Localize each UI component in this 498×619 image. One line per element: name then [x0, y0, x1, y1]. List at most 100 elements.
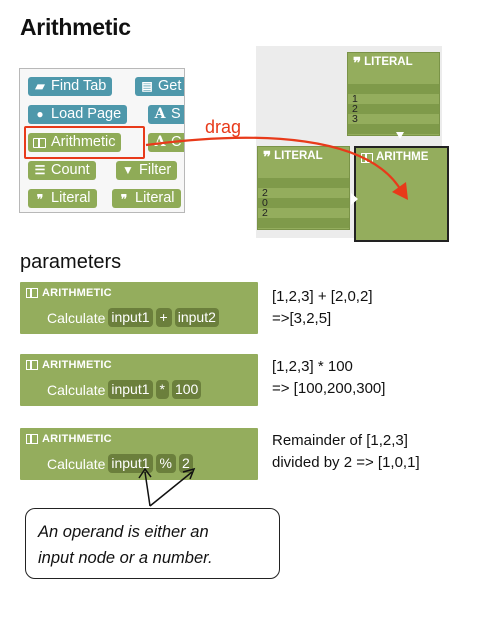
literal-row: 2 — [348, 104, 439, 114]
literal-node-top[interactable]: ❞ LITERAL 1 2 3 — [347, 52, 440, 136]
callout-line: input node or a number. — [38, 549, 213, 567]
literal-row: 1 — [352, 93, 358, 105]
operand-callout: An operand is either an input node or a … — [25, 508, 280, 579]
palette-button-arithmetic[interactable]: Arithmetic — [28, 133, 122, 152]
example-1-description: [1,2,3] + [2,0,2] =>[3,2,5] — [272, 286, 373, 330]
palette-button-label: Literal — [51, 190, 91, 206]
arithmetic-node-header: ARITHMETIC — [26, 359, 112, 371]
list-icon: ☰ — [34, 163, 46, 177]
calculate-row: Calculate input1 + input2 — [47, 308, 219, 327]
palette-button-s[interactable]: A S — [148, 105, 184, 124]
quote-icon: ❞ — [263, 147, 272, 166]
description-line: [1,2,3] * 100 — [272, 358, 353, 375]
palette-button-label: Literal — [135, 190, 175, 206]
literal-row: 0 — [258, 198, 349, 208]
operand1-chip[interactable]: input1 — [108, 454, 153, 473]
literal-row: 2 — [262, 207, 268, 219]
selection-highlight — [24, 126, 145, 159]
operand1-chip[interactable]: input1 — [108, 308, 153, 327]
quote-icon: ❞ — [36, 191, 44, 206]
callout-pointers — [138, 467, 196, 507]
pointer-head-operand2 — [182, 467, 196, 480]
folder-icon: ▰ — [35, 79, 45, 93]
pointer-head-operand1 — [138, 467, 152, 479]
arithmetic-node-example-3[interactable]: ARITHMETIC Calculate input1 % 2 — [20, 428, 258, 480]
drag-arrow — [145, 136, 408, 200]
arithmetic-icon — [26, 434, 38, 444]
text-icon: A — [154, 106, 166, 122]
arithmetic-node-title: ARITHMETIC — [42, 359, 112, 371]
literal-node-left[interactable]: ❞ LITERAL 2 0 2 — [257, 146, 350, 230]
arithmetic-node-example-1[interactable]: ARITHMETIC Calculate input1 + input2 — [20, 282, 258, 334]
palette-button-label: Filter — [139, 162, 172, 178]
calculate-label: Calculate — [47, 455, 106, 472]
operator-chip[interactable]: + — [155, 308, 172, 327]
palette-button-filter[interactable]: ▼ Filter — [116, 161, 178, 180]
description-line: [1,2,3] + [2,0,2] — [272, 288, 373, 305]
literal-row — [348, 124, 439, 134]
operand2-chip[interactable]: 100 — [171, 380, 202, 399]
literal-row: 2 — [262, 187, 268, 199]
literal-node-header: ❞ LITERAL — [348, 53, 439, 72]
description-line: =>[3,2,5] — [272, 310, 332, 327]
callout-line: An operand is either an — [38, 523, 209, 541]
literal-row: 3 — [352, 113, 358, 125]
example-2-description: [1,2,3] * 100 => [100,200,300] — [272, 356, 385, 400]
connector-arrows — [351, 132, 404, 205]
drag-arrow-path — [145, 136, 403, 193]
palette-button-get[interactable]: ▤ Get — [135, 77, 184, 96]
quote-icon: ❞ — [120, 191, 128, 206]
literal-node-title: LITERAL — [274, 150, 323, 162]
connector-arrow-left — [351, 193, 358, 205]
arithmetic-icon — [26, 360, 38, 370]
page-title: Arithmetic — [20, 14, 131, 40]
literal-row — [258, 218, 349, 228]
description-line: => [100,200,300] — [272, 380, 386, 397]
palette-button-label: Get — [158, 78, 182, 94]
arithmetic-node-header: ARITHMETIC — [26, 433, 112, 445]
parameters-heading: parameters — [20, 251, 122, 273]
calculate-row: Calculate input1 % 2 — [47, 454, 193, 473]
drag-label: drag — [205, 117, 242, 137]
palette-button-literal-2[interactable]: ❞ Literal — [112, 189, 181, 208]
pointer-line-operand2 — [149, 471, 193, 507]
operand2-chip[interactable]: 2 — [178, 454, 193, 473]
calculate-row: Calculate input1 * 100 — [47, 380, 202, 399]
literal-node-title: LITERAL — [364, 56, 413, 68]
arithmetic-node-title: ARITHME — [376, 151, 429, 163]
drag-arrow-head — [392, 182, 408, 200]
operand2-chip[interactable]: input2 — [174, 308, 219, 327]
connector-arrow-top — [396, 132, 404, 139]
text-icon: A — [154, 134, 166, 150]
table-icon: ▤ — [141, 79, 153, 93]
palette-button-label: S — [171, 106, 181, 122]
filter-icon: ▼ — [122, 163, 134, 177]
arithmetic-node-title: ARITHMETIC — [42, 433, 112, 445]
literal-row — [348, 84, 439, 94]
description-line: divided by 2 => [1,0,1] — [272, 454, 420, 471]
palette-button-count[interactable]: ☰ Count — [28, 161, 96, 180]
arithmetic-icon — [26, 288, 38, 298]
arithmetic-node-example-2[interactable]: ARITHMETIC Calculate input1 * 100 — [20, 354, 258, 406]
calculate-label: Calculate — [47, 381, 106, 398]
palette-button-label: Arithmetic — [51, 134, 116, 150]
literal-row — [258, 178, 349, 188]
arithmetic-node-header: ARITHMETIC — [26, 287, 112, 299]
arithmetic-node-title: ARITHMETIC — [42, 287, 112, 299]
literal-node-header: ❞ LITERAL — [258, 147, 349, 166]
palette-button-label: Load Page — [51, 106, 122, 122]
palette-button-label: Count — [51, 162, 90, 178]
globe-icon: ● — [36, 107, 44, 121]
palette-button-literal[interactable]: ❞ Literal — [28, 189, 97, 208]
operator-chip[interactable]: % — [155, 454, 176, 473]
operand1-chip[interactable]: input1 — [108, 380, 153, 399]
operator-chip[interactable]: * — [155, 380, 169, 399]
palette-button-load-page[interactable]: ● Load Page — [28, 105, 128, 124]
palette-button-find-tab[interactable]: ▰ Find Tab — [28, 77, 113, 96]
example-3-description: Remainder of [1,2,3] divided by 2 => [1,… — [272, 430, 420, 474]
quote-icon: ❞ — [353, 53, 362, 72]
palette-button-label: Find Tab — [51, 78, 107, 94]
pointer-line-operand1 — [144, 471, 151, 507]
arithmetic-icon — [33, 137, 46, 148]
description-line: Remainder of [1,2,3] — [272, 432, 408, 449]
